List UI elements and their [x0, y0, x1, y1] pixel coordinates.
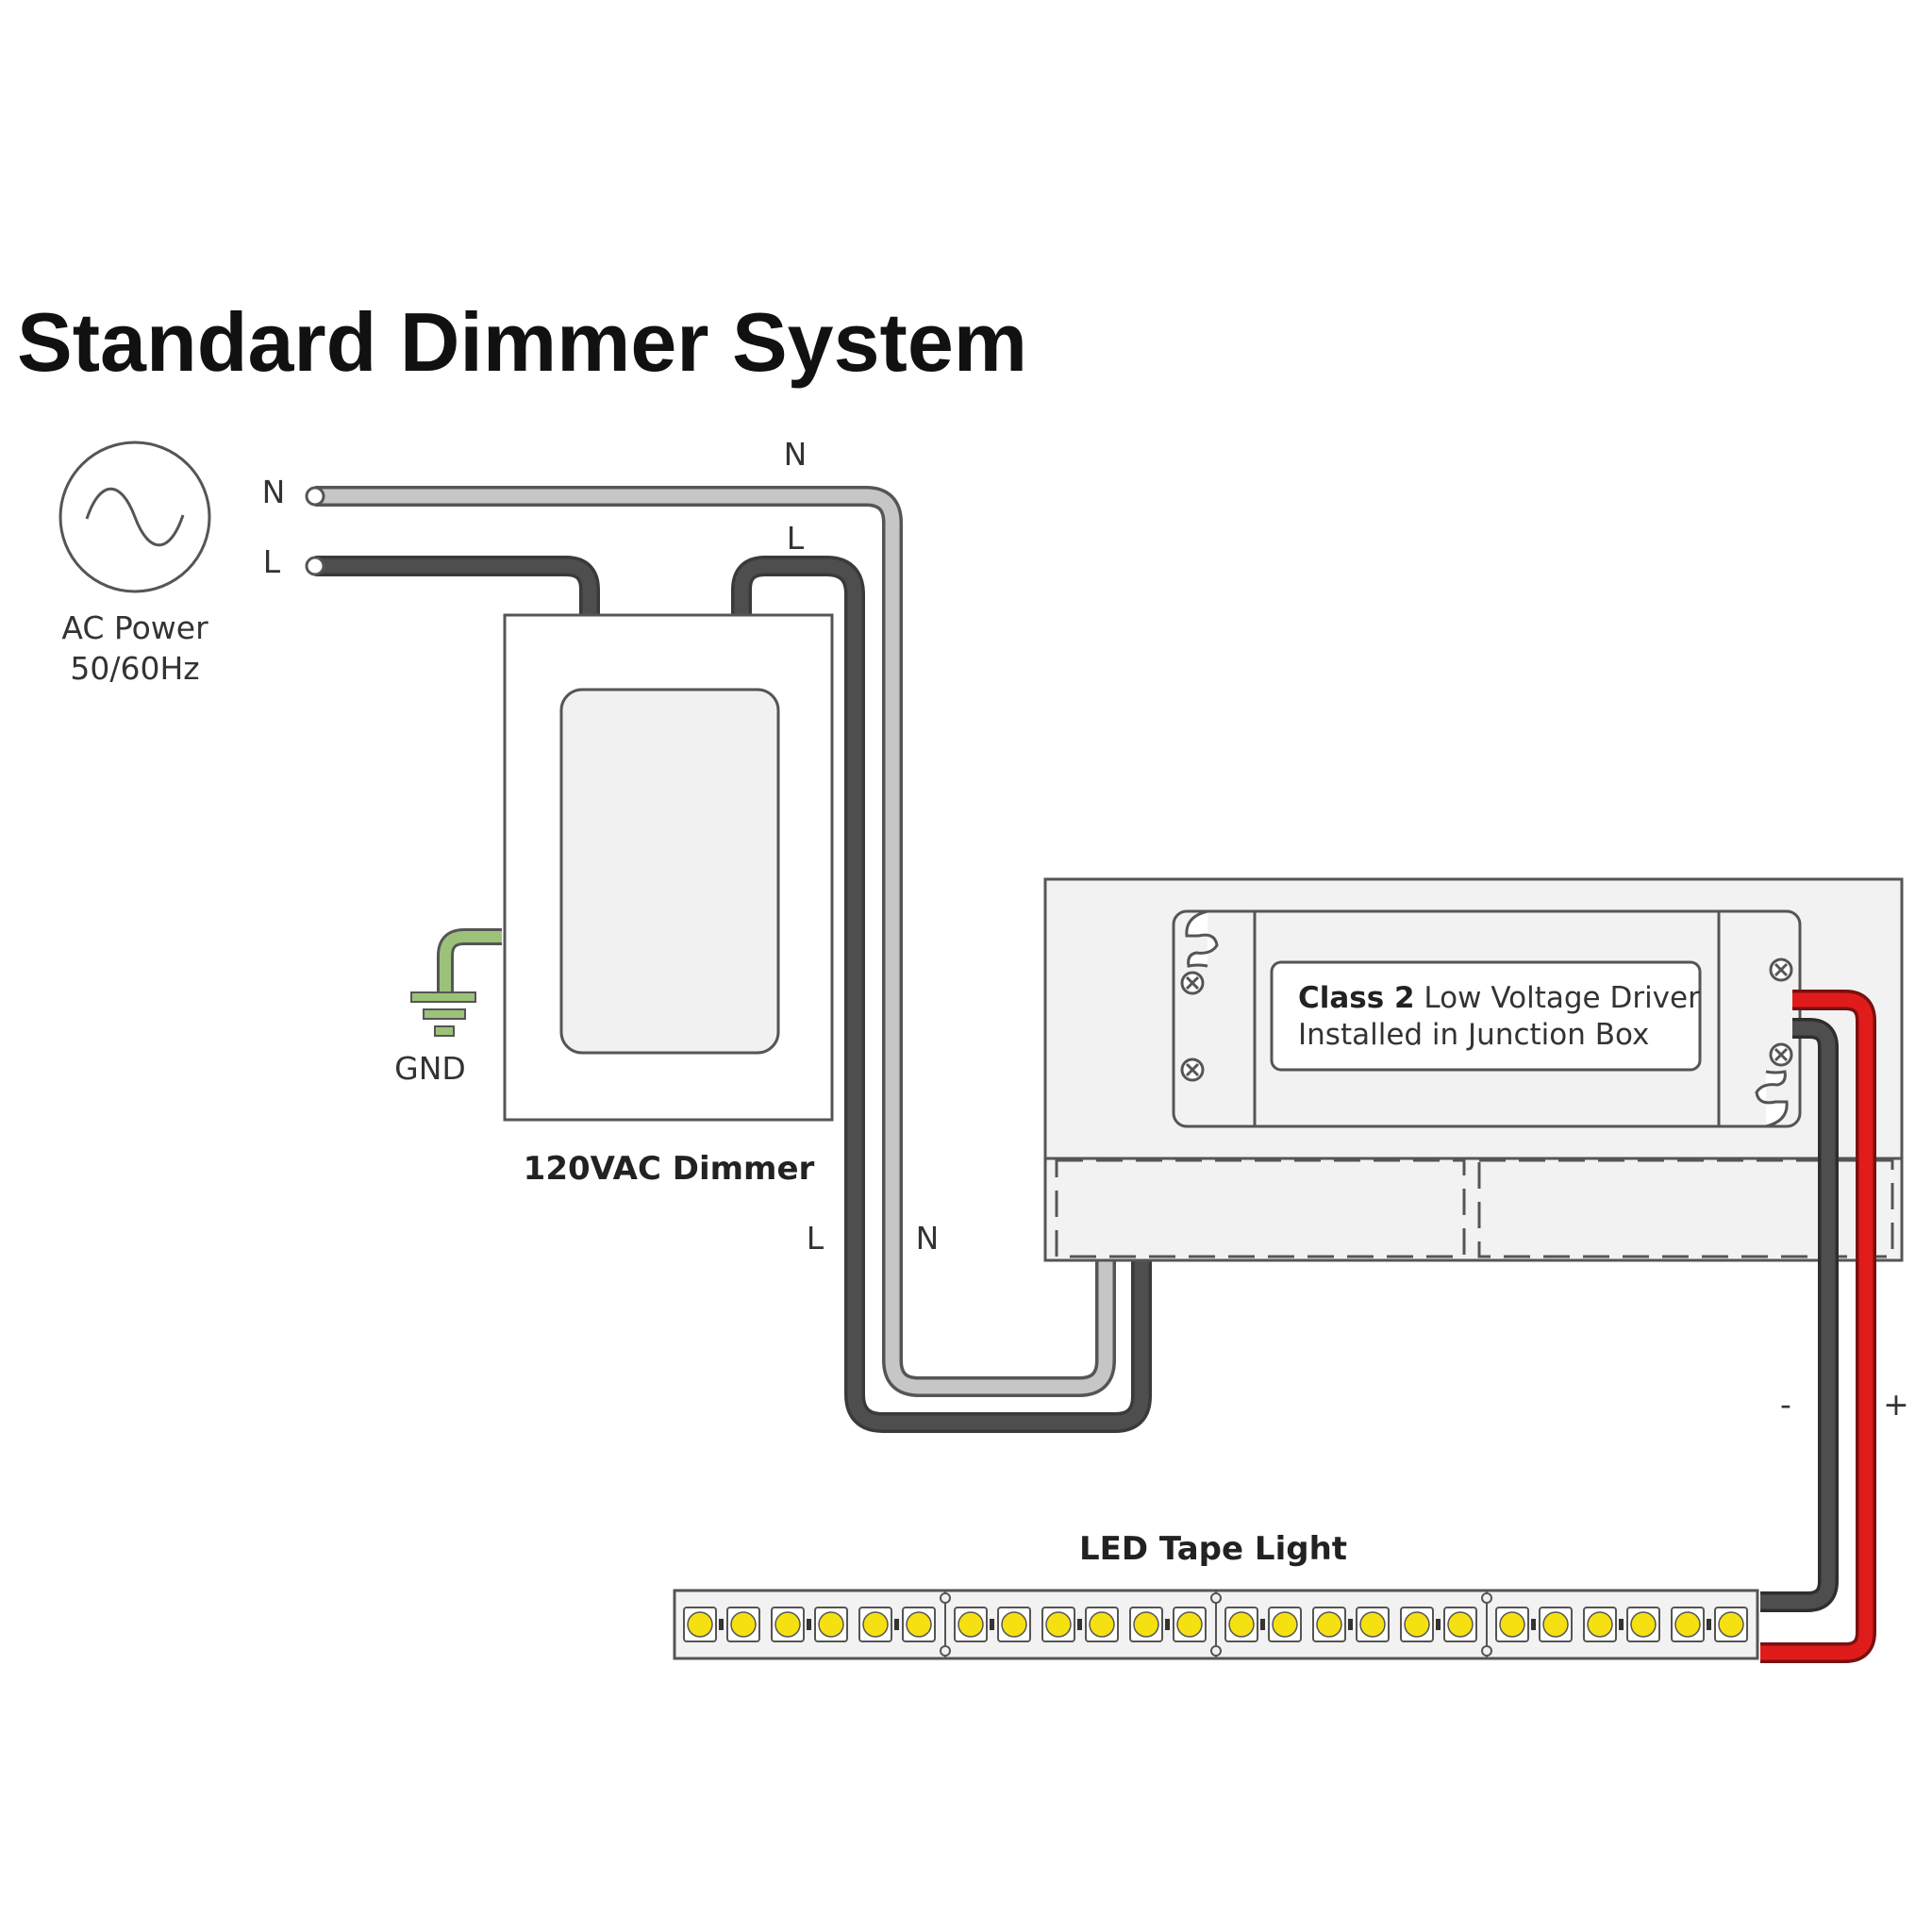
led-emitter [730, 1611, 757, 1638]
driver-label-line2: Installed in Junction Box [1298, 1018, 1649, 1052]
led-cells [683, 1591, 1748, 1658]
led-emitter [1316, 1611, 1342, 1638]
led-emitter [906, 1611, 932, 1638]
positive-label: + [1883, 1386, 1909, 1423]
led-emitter [1359, 1611, 1386, 1638]
led-emitter [774, 1611, 801, 1638]
resistor [719, 1619, 724, 1630]
led-emitter [1133, 1611, 1159, 1638]
solder-pad [940, 1592, 951, 1604]
led-emitter [1447, 1611, 1474, 1638]
led-emitter [1587, 1611, 1613, 1638]
driver-class-label: Class 2 [1298, 981, 1415, 1015]
wire-label-bottom-l: L [807, 1220, 824, 1257]
resistor [1531, 1619, 1536, 1630]
resistor [1707, 1619, 1711, 1630]
led-emitter [1228, 1611, 1255, 1638]
dc-wiring: - + [1760, 990, 1909, 1663]
resistor [1260, 1619, 1265, 1630]
resistor [990, 1619, 994, 1630]
solder-pad [1481, 1592, 1492, 1604]
terminal-l-label: L [263, 543, 281, 580]
resistor [1165, 1619, 1170, 1630]
led-emitter [1045, 1611, 1072, 1638]
solder-pad [1210, 1645, 1222, 1657]
ac-power-source: AC Power 50/60Hz N L [58, 441, 286, 687]
driver-label-line1: Class 2 Low Voltage Driver [1298, 981, 1700, 1015]
dimmer-switch: 120VAC Dimmer [503, 613, 834, 1188]
terminal-n [305, 486, 325, 507]
ground-symbol-icon [410, 991, 476, 1037]
led-emitter [1404, 1611, 1430, 1638]
led-emitter [1674, 1611, 1701, 1638]
solder-pad [940, 1645, 951, 1657]
solder-pad [1481, 1645, 1492, 1657]
resistor [894, 1619, 899, 1630]
negative-wire [1760, 1021, 1836, 1609]
wire-label-top-n: N [784, 436, 808, 473]
led-tape-label: LED Tape Light [1079, 1530, 1347, 1568]
led-emitter [862, 1611, 889, 1638]
line-wire-in [315, 558, 597, 615]
solder-pad [1210, 1592, 1222, 1604]
led-emitter [1176, 1611, 1203, 1638]
led-tape-light: LED Tape Light [673, 1530, 1759, 1660]
led-emitter [687, 1611, 713, 1638]
mounting-tab-left [1185, 909, 1219, 968]
resistor [1619, 1619, 1624, 1630]
ac-power-label: AC Power [61, 609, 208, 646]
led-driver: Class 2 Low Voltage Driver Installed in … [1172, 909, 1802, 1128]
gnd-label: GND [394, 1050, 466, 1087]
negative-label: - [1780, 1386, 1791, 1423]
led-emitter [818, 1611, 844, 1638]
resistor [807, 1619, 811, 1630]
resistor [1348, 1619, 1353, 1630]
terminal-n-label: N [262, 474, 286, 510]
led-emitter [1630, 1611, 1657, 1638]
sine-wave-icon [85, 487, 185, 547]
driver-label-box [1270, 960, 1702, 1072]
wire-label-top-l: L [787, 520, 805, 557]
driver-type-label: Low Voltage Driver [1415, 981, 1701, 1015]
led-emitter [1089, 1611, 1115, 1638]
led-emitter [1272, 1611, 1298, 1638]
terminal-l [305, 556, 325, 576]
mounting-tab-right [1755, 1070, 1789, 1128]
led-emitter [1718, 1611, 1744, 1638]
ac-frequency-label: 50/60Hz [70, 650, 199, 687]
led-emitter [1542, 1611, 1569, 1638]
ground-connection: GND [394, 928, 502, 1087]
dimmer-label: 120VAC Dimmer [524, 1150, 815, 1188]
dimmer-rocker [559, 688, 780, 1055]
ground-wire [440, 931, 502, 992]
diagram-title: Standard Dimmer System [17, 295, 1027, 389]
resistor [1077, 1619, 1082, 1630]
junction-box-knockouts [1055, 1158, 1894, 1258]
positive-wire [1760, 992, 1874, 1660]
led-emitter [1499, 1611, 1525, 1638]
wire-label-bottom-n: N [916, 1220, 940, 1257]
resistor [1436, 1619, 1441, 1630]
led-emitter [1001, 1611, 1027, 1638]
led-emitter [958, 1611, 984, 1638]
